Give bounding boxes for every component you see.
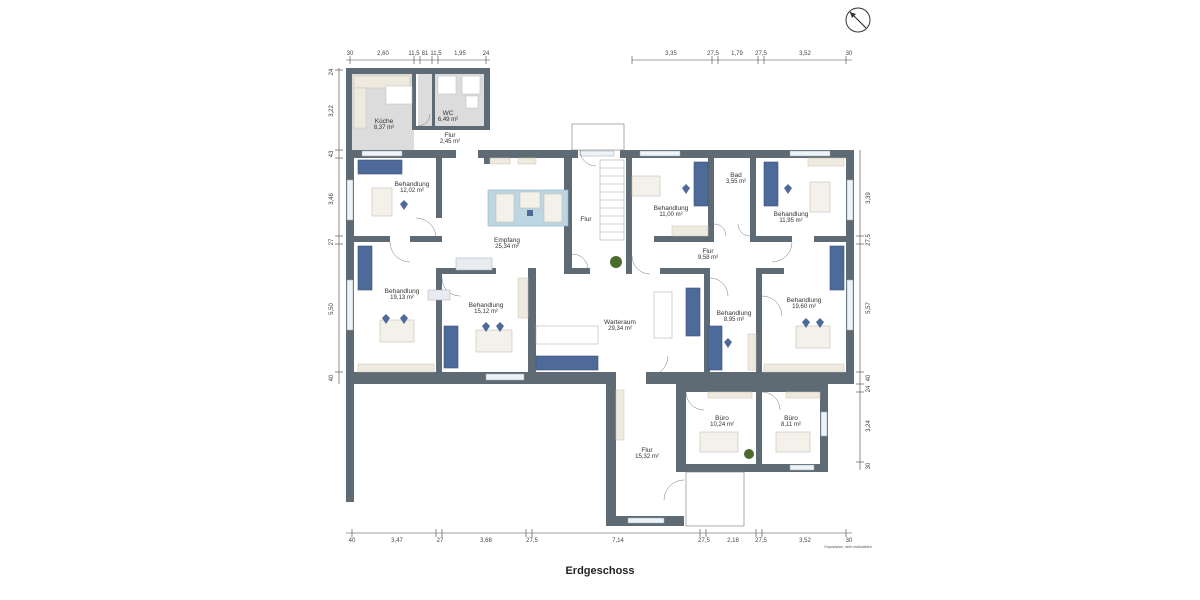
dim-left-7: 40 <box>329 374 335 381</box>
dim-top-2: 2,60 <box>377 51 389 57</box>
room-area-flur-mid: 9,58 m² <box>698 255 718 261</box>
room-labels: Küche 8,37 m² WC 6,49 m² Flur 2,45 m² Be… <box>374 110 822 460</box>
room-name-empfang: Empfang <box>494 237 520 244</box>
dim-bottom-6: 7,14 <box>612 538 624 544</box>
dim-bottom-7: 27,5 <box>698 538 710 544</box>
room-name-flur-bottom: Flur <box>641 447 653 454</box>
dim-top-3: 11,5 <box>408 51 420 57</box>
room-name-flur-mid: Flur <box>702 248 714 255</box>
plan-title: Erdgeschoss <box>565 565 634 577</box>
room-area-kueche: 8,37 m² <box>374 125 394 131</box>
room-name-behandlung-7: Behandlung <box>787 297 822 304</box>
room-name-kueche: Küche <box>375 118 394 125</box>
dim-top-11: 27,5 <box>755 51 767 57</box>
dim-bottom-1: 40 <box>349 538 356 544</box>
windows <box>346 150 854 524</box>
room-area-flur-top: 2,45 m² <box>440 139 460 145</box>
room-name-buero-2: Büro <box>784 415 798 422</box>
dim-bottom-9: 27,5 <box>755 538 767 544</box>
staircase <box>571 123 625 241</box>
dim-top-1: 30 <box>347 51 354 57</box>
dim-bottom-3: 27 <box>437 538 444 544</box>
room-area-buero-2: 8,11 m² <box>781 422 801 428</box>
room-area-behandlung-7: 19,60 m² <box>792 304 816 310</box>
dim-left-1: 24 <box>329 68 335 75</box>
dim-top-9: 27,5 <box>707 51 719 57</box>
dim-top-13: 30 <box>846 51 853 57</box>
room-name-buero-1: Büro <box>715 415 729 422</box>
dim-bottom-5: 27,5 <box>526 538 538 544</box>
dim-right-6: 3,24 <box>866 420 872 432</box>
walls <box>346 68 854 526</box>
room-area-behandlung-1: 12,02 m² <box>400 188 424 194</box>
dim-top-10: 1,79 <box>731 51 743 57</box>
dim-top-8: 3,35 <box>665 51 677 57</box>
room-name-behandlung-4: Behandlung <box>385 288 420 295</box>
room-area-flur-bottom: 15,32 m² <box>635 454 659 460</box>
dim-left-6: 5,50 <box>329 303 335 315</box>
compass-north-icon <box>845 7 871 33</box>
plan-note: Exposéplan, nicht maßstäblich <box>825 545 873 549</box>
dim-top-6: 1,95 <box>454 51 466 57</box>
dim-right-2: 27,5 <box>866 234 872 246</box>
room-area-behandlung-6: 8,95 m² <box>724 317 744 323</box>
room-name-bad: Bad <box>730 172 742 179</box>
room-name-behandlung-5: Behandlung <box>469 302 504 309</box>
dim-bottom-2: 3,47 <box>391 538 403 544</box>
dim-top-5: 11,5 <box>430 51 442 57</box>
dim-bottom-11: 30 <box>846 538 853 544</box>
dim-right-7: 30 <box>866 462 872 469</box>
dim-top-12: 3,52 <box>799 51 811 57</box>
room-area-behandlung-2: 11,00 m² <box>659 212 682 218</box>
room-name-behandlung-1: Behandlung <box>395 181 430 188</box>
room-area-warteraum: 29,34 m² <box>608 326 632 332</box>
entrance-platform <box>685 471 745 527</box>
room-area-buero-1: 10,24 m² <box>710 422 734 428</box>
room-area-behandlung-4: 19,13 m² <box>390 295 414 301</box>
dim-bottom-10: 3,52 <box>799 538 811 544</box>
room-area-empfang: 25,34 m² <box>495 244 519 250</box>
room-area-wc: 6,49 m² <box>438 117 458 123</box>
dim-right-1: 3,39 <box>866 192 872 204</box>
dim-left-2: 3,22 <box>329 105 335 117</box>
dim-top-4: 81 <box>422 51 429 57</box>
room-name-warteraum: Warteraum <box>604 319 636 326</box>
dim-right-4: 40 <box>866 374 872 381</box>
room-area-bad: 3,55 m² <box>726 179 746 185</box>
room-name-behandlung-6: Behandlung <box>717 310 752 317</box>
dim-left-5: 27 <box>329 238 335 245</box>
dim-bottom-8: 2,18 <box>727 538 739 544</box>
dim-left-3: 43 <box>329 150 335 157</box>
room-area-behandlung-5: 15,12 m² <box>474 309 498 315</box>
dimension-lines <box>335 56 864 537</box>
room-name-wc: WC <box>443 110 454 117</box>
room-name-flur-top: Flur <box>444 132 456 139</box>
room-name-flur-stair: Flur <box>580 216 592 223</box>
dim-right-5: 24 <box>866 385 872 392</box>
room-name-behandlung-2: Behandlung <box>654 205 689 212</box>
dim-bottom-4: 3,68 <box>480 538 492 544</box>
dim-top-7: 24 <box>483 51 490 57</box>
room-area-behandlung-3: 11,95 m² <box>779 218 802 224</box>
room-name-behandlung-3: Behandlung <box>774 211 809 218</box>
furniture <box>353 75 845 459</box>
dim-right-3: 5,57 <box>866 302 872 314</box>
dim-left-4: 3,46 <box>329 193 335 205</box>
